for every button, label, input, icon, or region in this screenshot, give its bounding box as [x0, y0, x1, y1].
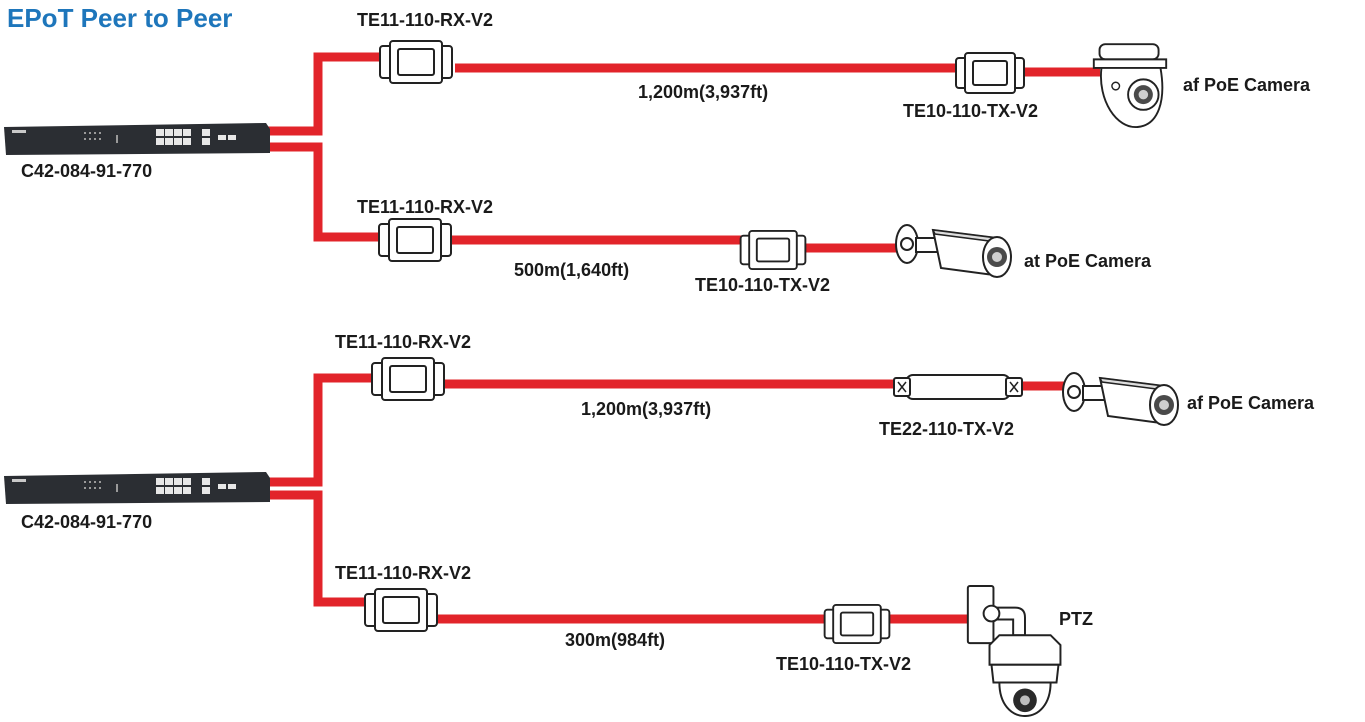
rx-extender-icon	[377, 218, 453, 262]
distance-label: 500m(1,640ft)	[514, 260, 630, 280]
cable-sw2-link2	[268, 490, 380, 607]
rx-extender-icon	[364, 588, 438, 632]
rx-extender-icon	[370, 357, 446, 401]
transmitter-label: TE22-110-TX-V2	[879, 419, 1015, 439]
tx-extender-icon	[955, 52, 1025, 94]
receiver-label: TE11-110-RX-V2	[357, 197, 494, 217]
rx-extender-icon	[378, 40, 454, 84]
switch-label: C42-084-91-770	[21, 512, 153, 532]
cable-sw2-link1	[268, 373, 380, 487]
cable-sw1-link1	[268, 52, 385, 136]
distance-label: 1,200m(3,937ft)	[638, 82, 769, 102]
ptz-camera-icon	[966, 584, 1062, 718]
dome-camera-icon	[1092, 43, 1168, 129]
transmitter-label: TE10-110-TX-V2	[695, 275, 831, 295]
bullet-camera-icon	[1062, 372, 1179, 426]
tx-extender-icon	[739, 230, 807, 270]
poe-switch-icon	[4, 472, 270, 504]
tx-extender-icon	[823, 604, 891, 644]
transmitter-label: TE10-110-TX-V2	[903, 101, 1039, 121]
tx22-extender-icon	[893, 374, 1023, 400]
camera-label: af PoE Camera	[1183, 75, 1311, 95]
switch-label: C42-084-91-770	[21, 161, 153, 181]
camera-label: af PoE Camera	[1187, 393, 1315, 413]
receiver-label: TE11-110-RX-V2	[357, 10, 494, 30]
distance-label: 300m(984ft)	[565, 630, 666, 650]
transmitter-label: TE10-110-TX-V2	[776, 654, 912, 674]
cable-sw1-link2	[268, 142, 385, 242]
cables	[268, 52, 1100, 624]
distance-label: 1,200m(3,937ft)	[581, 399, 712, 419]
camera-label: PTZ	[1059, 609, 1093, 629]
receiver-label: TE11-110-RX-V2	[335, 563, 472, 583]
poe-switch-icon	[4, 123, 270, 155]
camera-label: at PoE Camera	[1024, 251, 1152, 271]
bullet-camera-icon	[895, 224, 1012, 278]
page-title: EPoT Peer to Peer	[7, 3, 233, 33]
receiver-label: TE11-110-RX-V2	[335, 332, 472, 352]
